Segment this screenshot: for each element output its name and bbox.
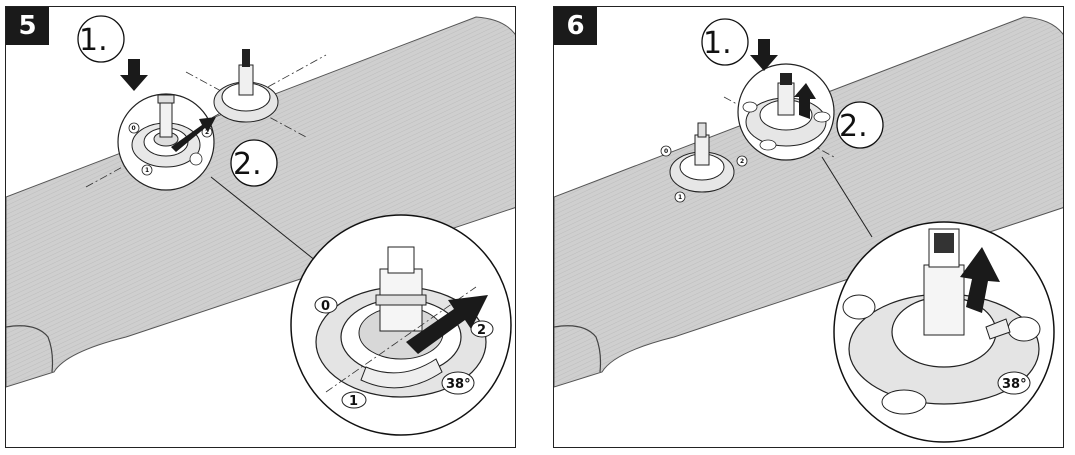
zoom-angle-label: 38°: [1002, 377, 1027, 392]
dial-label-0: 0: [132, 125, 136, 132]
push-down-arrow-icon: [750, 39, 778, 71]
sink-surface: [554, 16, 1063, 388]
zoom-detail: 38°: [833, 221, 1055, 443]
push-down-arrow-icon: [120, 59, 148, 91]
callout-step-1: 1.: [79, 23, 108, 58]
zoom-dial-label-0: 0: [321, 299, 330, 314]
step-number-badge: 5: [6, 7, 49, 45]
callout-step-2: 2.: [233, 147, 262, 182]
dial-label-1: 1: [678, 194, 682, 201]
dial-label-2: 2: [205, 129, 209, 136]
zoom-dial-label-2: 2: [477, 323, 486, 338]
step-5-illustration: 0 1 2 1. 2.: [6, 15, 515, 436]
step-number-badge: 6: [554, 7, 597, 45]
zoom-dial-label-1: 1: [349, 394, 358, 409]
step-5-panel: 5 0 1 2: [5, 6, 516, 448]
valve-upper-right: [737, 63, 835, 161]
zoom-rotate-arrow-icon: [406, 295, 488, 354]
lift-up-arrow-icon: [794, 83, 816, 119]
step-6-illustration: 0 1 2 1. 2.: [554, 16, 1063, 443]
rotate-arrow-icon: [171, 117, 216, 152]
valve-upper-right: [213, 49, 279, 123]
valve-small-left: 0 1 2: [660, 122, 748, 203]
step-6-panel: 6 0 1 2: [553, 6, 1064, 448]
zoom-lift-up-arrow-icon: [960, 247, 1000, 313]
valve-small-left: 0 1 2: [117, 93, 215, 191]
zoom-detail: 0 1 2 38°: [290, 214, 512, 436]
sink-surface: [6, 16, 515, 388]
callout-step-2: 2.: [839, 109, 868, 144]
zoom-angle-label: 38°: [446, 377, 471, 392]
callout-step-1: 1.: [703, 26, 732, 61]
dial-label-0: 0: [664, 148, 668, 155]
dial-label-1: 1: [145, 167, 149, 174]
dial-label-2: 2: [740, 158, 744, 165]
